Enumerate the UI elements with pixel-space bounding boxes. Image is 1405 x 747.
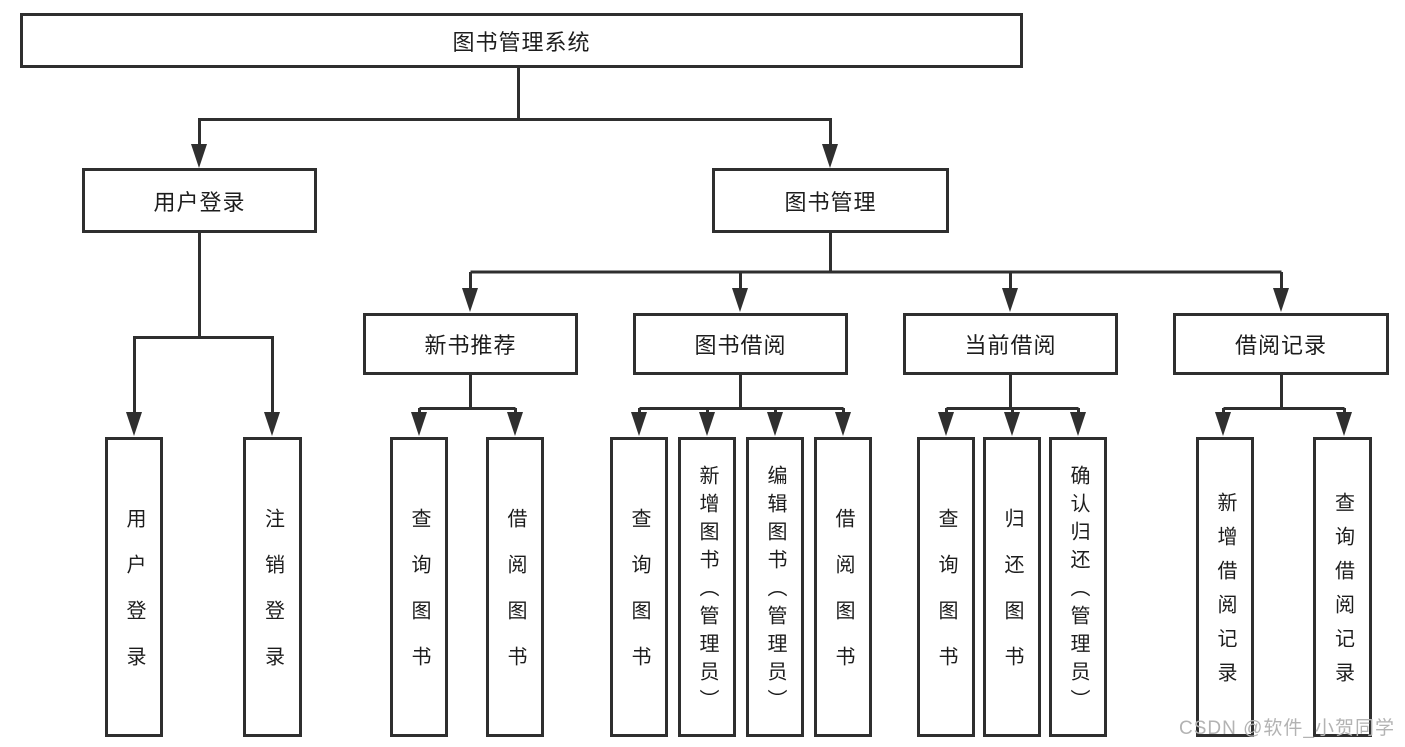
leaf-borrow-books-1: 借阅图书 [486,437,544,737]
leaf-query-books-1: 查询图书 [390,437,448,737]
node-label: 图书借阅 [694,333,787,358]
leaf-return-books: 归还图书 [983,437,1041,737]
node-user-login: 用户登录 [82,168,317,233]
node-label: 图书管理 [784,189,877,215]
watermark: CSDN @软件_小贺同学 [1179,718,1395,739]
node-label: 查询借阅记录 [1331,492,1354,696]
leaf-query-books-2: 查询图书 [610,437,668,737]
leaf-edit-books-admin: 编辑图书（管理员） [746,437,804,737]
leaf-confirm-return-admin: 确认归还（管理员） [1049,437,1107,737]
node-label: 新增借阅记录 [1214,492,1236,696]
leaf-logout: 注销登录 [243,437,302,737]
node-label: 借阅记录 [1234,333,1327,358]
node-label: 新书推荐 [424,333,517,358]
node-borrowing-records: 借阅记录 [1173,313,1389,375]
node-label: 图书管理系统 [452,29,591,55]
node-label: 借阅图书 [832,508,854,692]
node-label: 借阅图书 [504,508,526,692]
node-label: 归还图书 [1001,508,1023,692]
arrowheads [126,144,1352,436]
node-label: 注销登录 [261,508,284,692]
leaf-user-login: 用户登录 [105,437,163,737]
leaf-query-books-3: 查询图书 [917,437,975,737]
node-label: 新增图书（管理员） [696,465,718,717]
leaf-borrow-books-2: 借阅图书 [814,437,872,737]
leaf-add-borrow-record: 新增借阅记录 [1196,437,1254,737]
node-label: 编辑图书（管理员） [764,465,786,717]
leaf-query-borrow-record: 查询借阅记录 [1313,437,1372,737]
node-book-borrowing: 图书借阅 [633,313,848,375]
leaf-add-books-admin: 新增图书（管理员） [678,437,736,737]
node-label: 用户登录 [123,508,145,692]
node-current-borrowing: 当前借阅 [903,313,1118,375]
node-library-management-system: 图书管理系统 [20,13,1023,68]
node-label: 查询图书 [935,508,957,692]
node-label: 确认归还（管理员） [1067,465,1089,717]
node-new-book-recommendation: 新书推荐 [363,313,578,375]
node-label: 当前借阅 [964,333,1057,358]
node-label: 查询图书 [628,508,650,692]
node-label: 查询图书 [408,508,430,692]
node-book-management: 图书管理 [712,168,949,233]
node-label: 用户登录 [153,189,246,215]
